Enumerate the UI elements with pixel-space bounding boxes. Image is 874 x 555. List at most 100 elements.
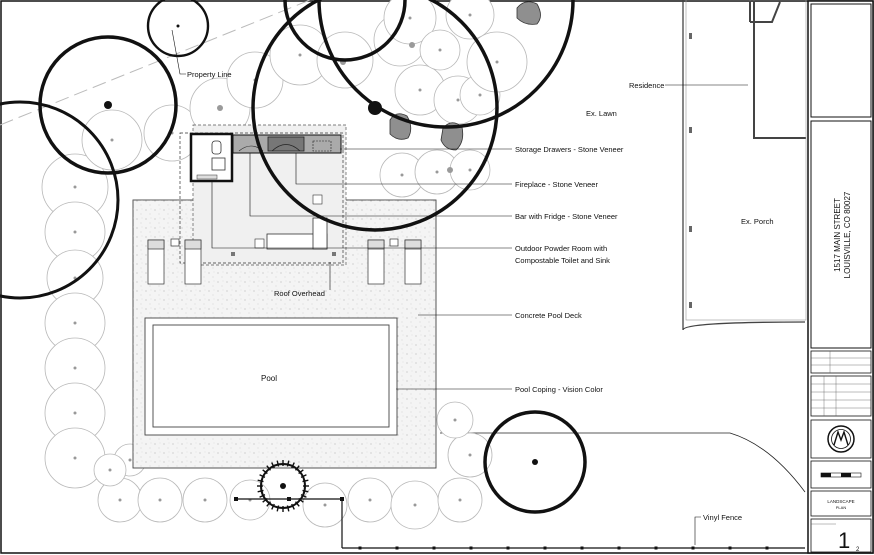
fireplace: [267, 136, 305, 152]
shrub-center: [73, 276, 77, 280]
tree-spike: [276, 505, 280, 512]
shrub-group: [41, 0, 528, 530]
residence-inner-wall: [749, 0, 806, 139]
leader-lines: [211, 84, 748, 545]
label-property-line: Property Line: [187, 70, 232, 79]
scale-bar-icon: [820, 472, 862, 478]
address-line-2: LOUISVILLE, CO 80027: [843, 191, 852, 278]
tree-spike: [266, 465, 272, 471]
tree-spike: [300, 474, 307, 478]
label-residence: Residence: [629, 81, 664, 90]
shrub-center: [456, 98, 460, 102]
powder-room: [189, 132, 234, 183]
property-line-leader: [171, 29, 186, 75]
shrub-center: [203, 498, 207, 502]
shrub-center: [468, 453, 472, 457]
tree-spike: [291, 462, 295, 469]
fence-post: [340, 497, 344, 501]
shrub-center: [73, 456, 77, 460]
tree-spike: [291, 503, 295, 510]
residence-wall: [682, 0, 806, 331]
label-pool-coping: Pool Coping - Vision Color: [515, 385, 603, 394]
label-ex-porch: Ex. Porch: [741, 217, 774, 226]
sheet-title-2: PLAN: [836, 505, 847, 510]
label-roof-overhead: Roof Overhead: [274, 289, 325, 298]
fence-post: [728, 546, 732, 550]
tree-spike: [271, 462, 275, 469]
tree-spike: [286, 460, 290, 467]
fence-post: [654, 546, 658, 550]
canopy-trees: [0, 0, 587, 514]
shrub-center: [478, 93, 482, 97]
tree-spike: [298, 497, 304, 503]
toilet-icon: [211, 140, 222, 155]
tree-spike: [302, 479, 309, 483]
sheet-count: 2: [856, 547, 860, 553]
shrub-center: [400, 173, 404, 177]
shrub-center: [158, 498, 162, 502]
tree-spike: [257, 489, 264, 493]
pool-water: [152, 324, 390, 428]
sink-icon: [211, 157, 226, 171]
address-line-1: 1517 MAIN STREET: [833, 198, 842, 272]
fence-post: [469, 546, 473, 550]
shrub-center: [418, 88, 422, 92]
shrub-center: [128, 458, 132, 462]
tree-spike: [259, 494, 266, 498]
tree-spike: [300, 494, 307, 498]
fence-post: [287, 497, 291, 501]
shrub-center: [73, 411, 77, 415]
fence-post: [234, 497, 238, 501]
tree-dot: [447, 167, 453, 173]
boulders: [389, 1, 541, 151]
shrub-center: [73, 366, 77, 370]
tree-spike: [257, 479, 264, 483]
shrub-center: [408, 16, 412, 20]
residence-outline: [685, 0, 807, 321]
tree-spike: [298, 469, 304, 475]
evergreen-tree: [257, 460, 309, 512]
sheet-title-1: LANDSCAPE: [827, 499, 854, 504]
tree-spike: [294, 501, 300, 507]
tree-dot: [409, 42, 415, 48]
side-table-2: [312, 194, 323, 205]
tree-spike: [259, 474, 266, 478]
label-bar-fridge: Bar with Fridge - Stone Veneer: [515, 212, 618, 221]
lawn-boundary: [440, 432, 806, 493]
shrub: [445, 0, 495, 40]
roof-overhead-outline: [179, 132, 344, 264]
shrub-center: [435, 170, 439, 174]
shrub-center: [323, 503, 327, 507]
label-storage-drawers: Storage Drawers - Stone Veneer: [515, 145, 624, 154]
fence-post: [358, 546, 362, 550]
label-concrete-pool-deck: Concrete Pool Deck: [515, 311, 582, 320]
shrub-center: [73, 321, 77, 325]
shrub-center: [108, 468, 112, 472]
label-fireplace: Fireplace - Stone Veneer: [515, 180, 598, 189]
shrub-center: [495, 60, 499, 64]
tree-spike: [262, 469, 268, 475]
fence-post: [506, 546, 510, 550]
label-powder-room-1: Outdoor Powder Room with: [515, 244, 607, 253]
shrub-center: [368, 498, 372, 502]
side-table: [254, 238, 265, 249]
label-pool: Pool: [261, 374, 277, 383]
tree-trunk-markers: [104, 24, 538, 489]
fence-post: [617, 546, 621, 550]
property-line: [0, 0, 311, 126]
fence-post: [580, 546, 584, 550]
tree-spike: [262, 497, 268, 503]
north-arrow-icon: [827, 425, 855, 453]
shrub-center: [468, 168, 472, 172]
shrub-center: [73, 230, 77, 234]
label-vinyl-fence: Vinyl Fence: [703, 513, 742, 522]
shrub-center: [118, 498, 122, 502]
label-ex-lawn: Ex. Lawn: [586, 109, 617, 118]
tree-spike: [271, 503, 275, 510]
title-block: [807, 0, 874, 554]
fence-post: [765, 546, 769, 550]
tree-spike: [302, 489, 309, 493]
shrub-center: [298, 53, 302, 57]
sheet-number: 1: [838, 528, 850, 553]
shrub-center: [438, 48, 442, 52]
